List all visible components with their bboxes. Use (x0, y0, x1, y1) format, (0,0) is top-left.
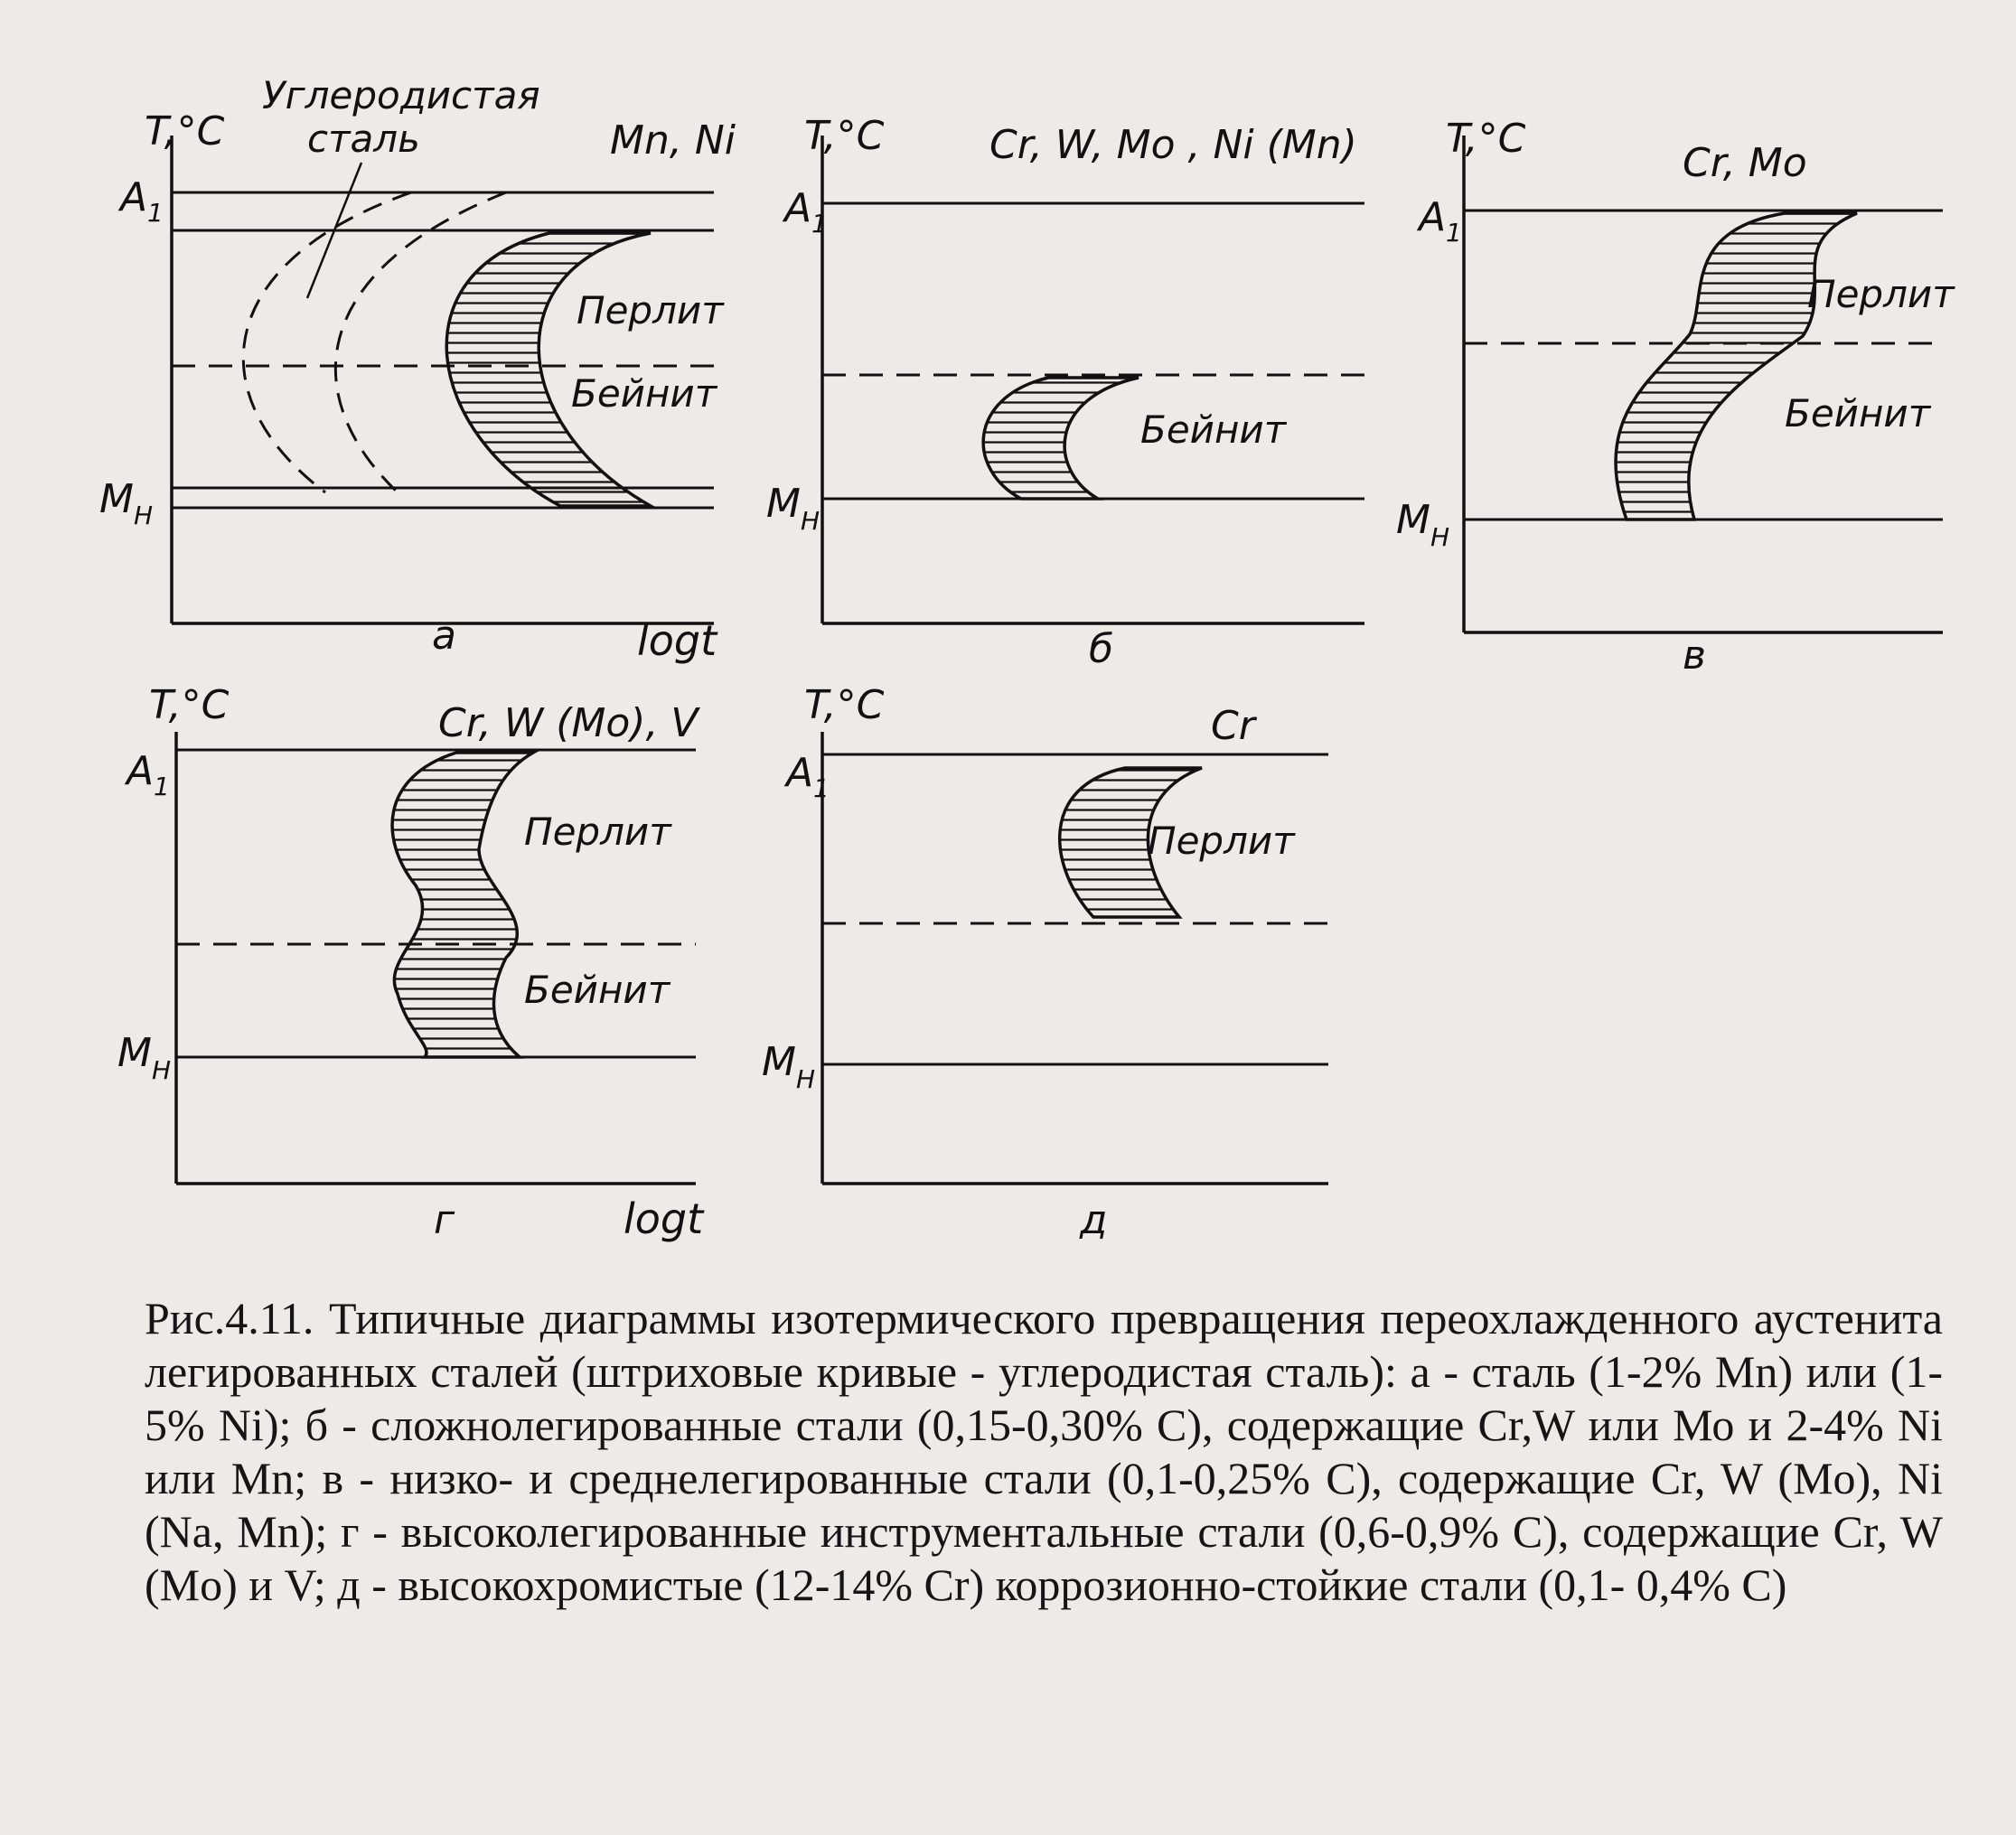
panel-a: Углеродистая сталь T,°C Mn, Ni A 1 M H П… (99, 73, 736, 665)
transformation-band (445, 231, 657, 508)
transformation-band (1614, 211, 1858, 521)
a1-label: 1 (811, 209, 828, 239)
bainite-label: Бейнит (524, 968, 671, 1012)
a1-label: A (117, 174, 147, 220)
a1-label: 1 (813, 773, 830, 803)
a1-label: A (783, 750, 813, 796)
carbon-steel-leader (305, 162, 363, 299)
a1-label: 1 (1446, 218, 1462, 248)
a1-label: 1 (147, 198, 164, 228)
panel-letter: а (432, 613, 456, 659)
mn-label: H (801, 506, 820, 536)
temperature-axis-label: T,°C (804, 682, 885, 728)
carbon-steel-end-curve (334, 191, 507, 494)
carbon-steel-label: сталь (307, 117, 420, 161)
bainite-label: Бейнит (1140, 407, 1288, 452)
temperature-axis-label: T,°C (145, 108, 225, 154)
transformation-band (390, 751, 539, 1059)
mn-label: M (766, 481, 801, 527)
bainite-label: Бейнит (571, 371, 718, 416)
mn-label: H (1430, 522, 1449, 552)
pearlite-label: Перлит (1807, 272, 1955, 316)
a1-label: A (1416, 194, 1446, 240)
panel-letter: в (1683, 632, 1706, 679)
time-axis-label: logt (637, 616, 718, 665)
temperature-axis-label: T,°C (149, 682, 230, 728)
mn-label: M (99, 476, 134, 522)
panel-letter: г (434, 1197, 455, 1243)
pearlite-label: Перлит (577, 288, 725, 332)
a1-label: 1 (154, 772, 170, 801)
pearlite-band (1058, 766, 1203, 919)
alloying-elements: Cr, W, Mo , Ni (Mn) (989, 122, 1357, 168)
panel-b: T,°C Cr, W, Mo , Ni (Mn) A 1 M H Бейнит … (766, 113, 1364, 672)
panel-d: T,°C Cr A 1 M H Перлит д (762, 682, 1328, 1243)
figure-caption: Рис.4.11. Типичные диаграммы изотермичес… (145, 1293, 1943, 1610)
panel-g: T,°C Cr, W (Mo), V A 1 M H Перлит Бейнит… (117, 682, 705, 1243)
alloying-elements: Mn, Ni (610, 117, 736, 164)
bainite-label: Бейнит (1785, 391, 1932, 435)
mn-label: H (796, 1064, 815, 1094)
pearlite-label: Перлит (1148, 819, 1296, 863)
time-axis-label: logt (624, 1194, 705, 1243)
pearlite-label: Перлит (524, 810, 672, 854)
mn-label: H (134, 501, 153, 530)
mn-label: M (1396, 497, 1430, 543)
temperature-axis-label: T,°C (1446, 116, 1526, 162)
alloying-elements: Cr, Mo (1683, 140, 1807, 186)
panel-letter: д (1079, 1197, 1107, 1243)
temperature-axis-label: T,°C (804, 113, 885, 159)
panel-c: T,°C Cr, Mo A 1 M H Перлит Бейнит в (1396, 116, 1955, 679)
a1-label: A (124, 748, 154, 794)
mn-label: H (152, 1055, 171, 1085)
carbon-steel-start-curve (241, 191, 412, 494)
bainite-band (981, 376, 1139, 501)
mn-label: M (117, 1030, 152, 1076)
carbon-steel-label: Углеродистая (262, 73, 540, 117)
panel-letter: б (1089, 626, 1113, 672)
alloying-elements: Cr (1211, 703, 1258, 749)
mn-label: M (762, 1039, 796, 1085)
alloying-elements: Cr, W (Mo), V (438, 700, 700, 746)
a1-label: A (782, 185, 811, 231)
